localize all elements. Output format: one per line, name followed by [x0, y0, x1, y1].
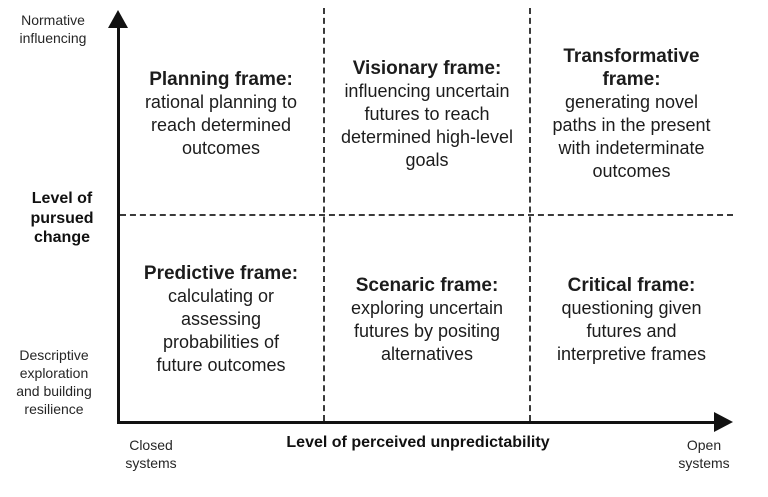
cell-body: generating novel paths in the present wi…: [552, 92, 711, 181]
cell-title: Visionary frame:: [352, 57, 502, 79]
cell-scenaric-frame: Scenaric frame: exploring uncertain futu…: [324, 216, 530, 423]
x-axis-line: [118, 421, 716, 424]
cell-body: calculating or assessing probabilities o…: [156, 286, 286, 375]
y-axis-top-label: Normative influencing: [19, 12, 87, 46]
cell-title: Critical frame:: [567, 274, 696, 296]
cell-visionary-frame: Visionary frame: influencing uncertain f…: [324, 14, 530, 214]
y-axis-bottom-label: Descriptive exploration and building res…: [16, 347, 92, 417]
arrow-up-icon: [108, 10, 128, 28]
cell-title: Transformative frame:: [563, 46, 700, 90]
cell-planning-frame: Planning frame: rational planning to rea…: [118, 14, 324, 214]
cell-body: exploring uncertain futures by positing …: [350, 297, 504, 364]
cell-title: Planning frame:: [149, 69, 293, 90]
cell-title: Predictive frame:: [143, 263, 299, 284]
cell-body: rational planning to reach determined ou…: [144, 92, 298, 158]
cell-transformative-frame: Transformative frame: generating novel p…: [530, 14, 733, 214]
horizontal-dashed-divider: [120, 214, 733, 216]
y-axis-title: Level of pursued change: [30, 190, 94, 246]
cell-body: questioning given futures and interpreti…: [556, 297, 707, 364]
x-axis-right-label: Open systems: [678, 437, 730, 471]
x-axis-left-label: Closed systems: [125, 437, 177, 471]
cell-body: influencing uncertain futures to reach d…: [340, 80, 514, 170]
x-axis-title: Level of perceived unpredictability: [286, 434, 550, 451]
cell-predictive-frame: Predictive frame: calculating or assessi…: [118, 216, 324, 423]
cell-critical-frame: Critical frame: questioning given future…: [530, 216, 733, 423]
arrow-right-icon: [714, 412, 733, 432]
y-axis-line: [117, 24, 120, 424]
cell-title: Scenaric frame:: [355, 274, 499, 296]
